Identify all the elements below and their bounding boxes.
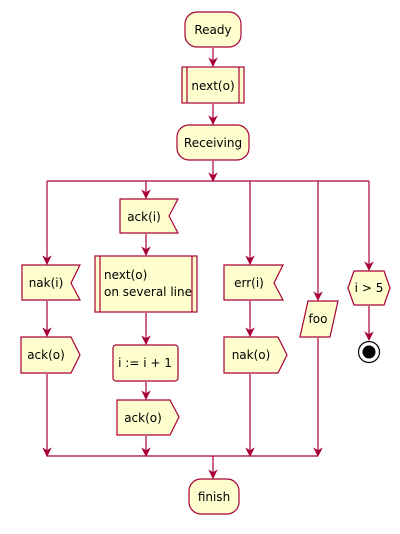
node-nak-o: nak(o) xyxy=(223,336,288,374)
node-finish: finish xyxy=(188,478,240,515)
node-foo-label: foo xyxy=(309,312,328,326)
node-nak-i: nak(i) xyxy=(21,264,81,301)
node-foo: foo xyxy=(299,300,339,338)
node-ack-i-label: ack(i) xyxy=(127,210,161,224)
node-ack-o-branch1-label: ack(o) xyxy=(27,348,65,362)
node-err-i-label: err(i) xyxy=(234,276,264,290)
node-increment: i := i + 1 xyxy=(112,344,179,382)
node-err-i: err(i) xyxy=(223,264,284,301)
node-condition: i > 5 xyxy=(347,270,391,306)
node-nak-o-label: nak(o) xyxy=(232,348,271,362)
node-next-multiline-line1: next(o) xyxy=(104,268,147,282)
node-ack-o-branch2-label: ack(o) xyxy=(124,411,162,425)
node-ready: Ready xyxy=(184,11,242,48)
stop-node xyxy=(357,340,381,364)
node-next: next(o) xyxy=(181,66,245,104)
node-increment-label: i := i + 1 xyxy=(118,356,172,370)
node-finish-label: finish xyxy=(198,490,230,504)
node-ack-o-branch1: ack(o) xyxy=(20,336,81,374)
node-next-multiline: next(o) on several line xyxy=(94,255,198,313)
node-receiving-label: Receiving xyxy=(184,136,242,150)
node-nak-i-label: nak(i) xyxy=(29,276,64,290)
connectors xyxy=(42,48,374,479)
node-ack-i: ack(i) xyxy=(119,198,179,234)
node-next-multiline-line2: on several line xyxy=(104,285,192,299)
node-ack-o-branch2: ack(o) xyxy=(116,399,180,436)
node-ready-label: Ready xyxy=(194,23,231,37)
node-receiving: Receiving xyxy=(176,124,250,161)
node-next-label: next(o) xyxy=(191,79,234,93)
node-condition-label: i > 5 xyxy=(355,281,384,295)
